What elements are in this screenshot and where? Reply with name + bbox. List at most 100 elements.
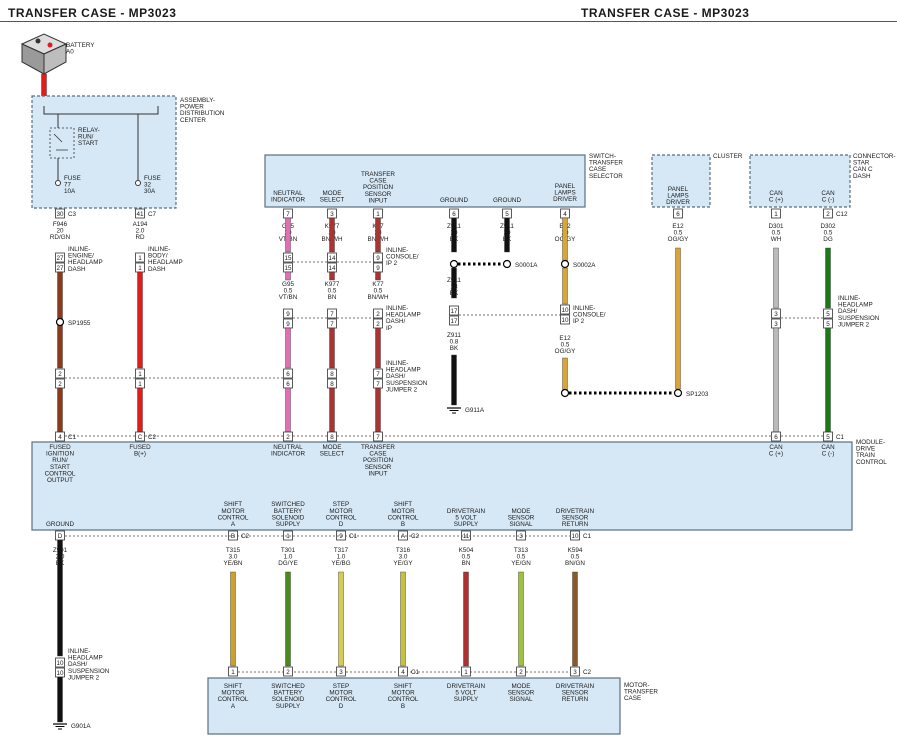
pin-jumper-mid-top-1-label: 8 xyxy=(330,371,334,378)
switch-pin-2-label: 1 xyxy=(376,211,380,218)
cluster-label: CLUSTER xyxy=(713,153,743,160)
motor-pin-3-label: 4 xyxy=(401,669,405,676)
motor-pin-1 xyxy=(283,666,293,677)
module-bottom-pin-6-label: 3 xyxy=(519,533,523,540)
switch-pin-label-4: GROUND xyxy=(493,197,521,204)
module-bottom-pin-6 xyxy=(516,530,526,541)
module-bottom-pin-5-label: 11 xyxy=(463,533,470,540)
module-bottom-pin-4-label: A xyxy=(401,533,406,540)
motor-pin-0 xyxy=(228,666,238,677)
wire-g95-b xyxy=(285,327,291,369)
wire-motor-1 xyxy=(285,571,291,667)
splice-s0001a-label: S0001A xyxy=(515,262,538,269)
motor-pin-6 xyxy=(570,666,580,677)
wire-motor-0 xyxy=(230,571,236,667)
module-bottom-pin-2-label: 1 xyxy=(286,533,290,540)
pin-jumper-left-1b-label: 1 xyxy=(138,381,142,388)
pin-jumper-right-3a xyxy=(771,308,781,319)
module-bottom-pin-7-label: 10 xyxy=(571,533,579,540)
module-bottom-pin-0-label: D xyxy=(58,533,63,540)
motor-pin-5 xyxy=(516,666,526,677)
wire-motor-5 xyxy=(518,571,524,667)
motor-pin-2-label: 3 xyxy=(339,669,343,676)
fuse1-symbol xyxy=(55,180,61,186)
splice-sp1203-label: SP1203 xyxy=(686,391,709,398)
star-pin-1 xyxy=(823,208,833,219)
motor-pin-4-label: 1 xyxy=(464,669,468,676)
switch-pin-1-label: 3 xyxy=(330,211,334,218)
module-bottom-pin-7 xyxy=(570,530,580,541)
pin-console2-10a xyxy=(560,304,570,315)
module-bottom-pin-1-label: B xyxy=(231,533,235,540)
wire-motor-3 xyxy=(400,571,406,667)
conn-c12: C12 xyxy=(836,211,848,218)
pin-inline-body-bot-label: 1 xyxy=(138,265,142,272)
pin-jumper-mid-top-2-label: 7 xyxy=(376,371,380,378)
wire-k77-top xyxy=(375,217,381,253)
module-top-pin-1 xyxy=(135,431,145,442)
pin-jumper-mid-top-1 xyxy=(327,368,337,379)
pin-jumper-right-5b-label: 5 xyxy=(826,321,830,328)
module-top-pin-2-label: 2 xyxy=(286,434,290,441)
relay-label: RELAY-RUN/START xyxy=(78,127,100,147)
module-bottom-conn-3: C1 xyxy=(349,533,358,540)
wire-z911-b xyxy=(504,217,510,253)
splice-sp1955-label: SP1955 xyxy=(68,320,91,327)
motor-pin-5-label: 2 xyxy=(519,669,523,676)
pin-console2-17a-label: 17 xyxy=(450,308,458,315)
inline-console1-label: INLINE-CONSOLE/IP 2 xyxy=(386,247,419,267)
cluster-pin-label: 6 xyxy=(676,211,680,218)
connector-star-box xyxy=(749,154,851,208)
pin-jumper-right-5a xyxy=(823,308,833,319)
pin-jumper-bottom-a-label: 10 xyxy=(56,660,64,667)
module-top-pin-5 xyxy=(771,431,781,442)
motor-conn-6: C2 xyxy=(583,669,592,676)
pin-jumper-left-1a xyxy=(135,368,145,379)
module-bottom-label-0: GROUND xyxy=(46,521,74,528)
module-top-conn-1: C2 xyxy=(148,434,157,441)
module-bottom-conn-1: C2 xyxy=(241,533,250,540)
pin-jumper-mid-top-2 xyxy=(373,368,383,379)
pin-console2-10b-label: 10 xyxy=(561,317,569,324)
pin-inline-body-top xyxy=(135,252,145,263)
module-top-pin-3 xyxy=(327,431,337,442)
module-top-pin-3-label: 8 xyxy=(330,434,334,441)
wire-battery-feed xyxy=(41,73,47,97)
wire-k977-c xyxy=(329,387,335,433)
module-top-pin-0-label: 4 xyxy=(58,434,62,441)
motor-pin-2 xyxy=(336,666,346,677)
conn-c3: C3 xyxy=(68,211,77,218)
pin-jumper-mid-top-0-label: 6 xyxy=(286,371,290,378)
module-bottom-pin-4 xyxy=(398,530,408,541)
header-divider xyxy=(0,21,897,22)
splice-s0001a-left xyxy=(449,259,459,269)
pin-jumper-mid-top-0 xyxy=(283,368,293,379)
splice-sp1955 xyxy=(55,317,65,327)
pin-jumper-right-3b-label: 3 xyxy=(774,321,778,328)
